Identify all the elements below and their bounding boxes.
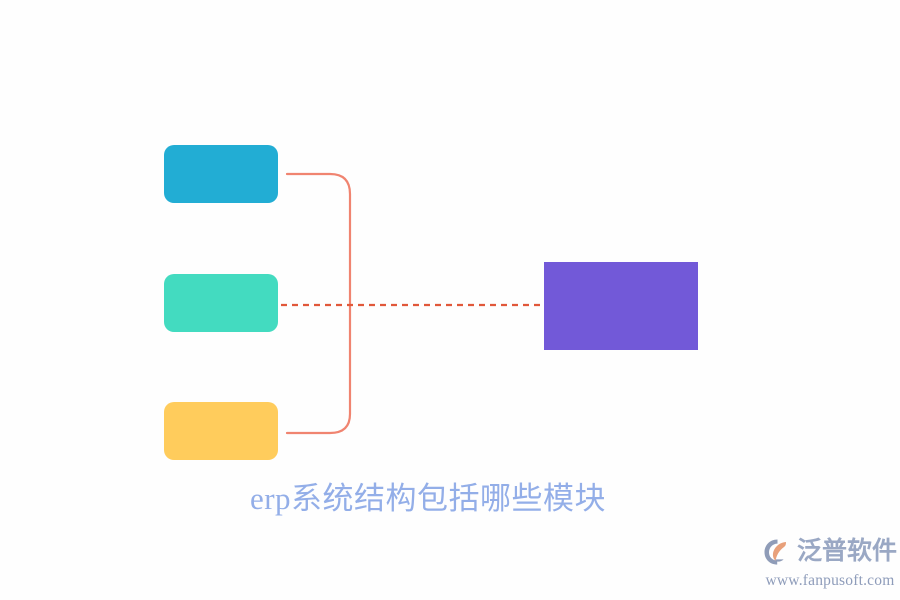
watermark: 泛普软件 www.fanpusoft.com xyxy=(762,534,898,594)
watermark-url: www.fanpusoft.com xyxy=(765,572,895,589)
watermark-brand: 泛普软件 xyxy=(797,538,898,565)
node-green[interactable] xyxy=(164,274,278,332)
node-yellow[interactable] xyxy=(164,402,278,460)
diagram-title: erp系统结构包括哪些模块 xyxy=(249,481,607,516)
fanpu-logo-icon xyxy=(764,539,786,565)
node-blue[interactable] xyxy=(164,145,278,203)
node-purple[interactable] xyxy=(544,262,698,350)
brace-connector xyxy=(285,172,352,435)
